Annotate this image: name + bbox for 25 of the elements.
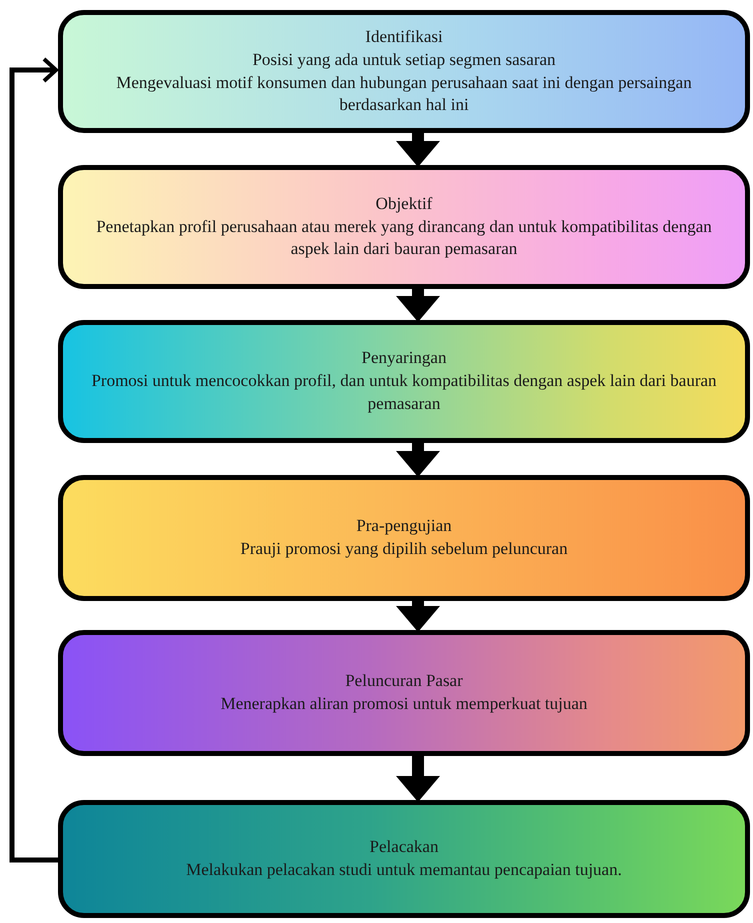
arrow <box>396 443 440 477</box>
process-box <box>58 800 750 918</box>
step-description: Prauji promosi yang dipilih sebelum peluncuran <box>240 538 568 560</box>
arrow <box>396 289 440 322</box>
arrow <box>396 756 440 802</box>
step-title: Identifikasi <box>365 26 443 48</box>
step-description: Mengevaluasi motif konsumen dan hubungan perusahaan saat ini dengan persaingan berdasarkan hal ini <box>115 72 693 116</box>
arrow <box>10 57 58 862</box>
step-description: Promosi untuk mencocokkan profil, dan untuk kompatibilitas dengan aspek lain dari bauran pemasaran <box>90 370 718 415</box>
step-title: Pra-pengujian <box>356 515 452 538</box>
process-box <box>58 165 750 289</box>
step-title: Penyaringan <box>362 347 446 370</box>
step-title: Peluncuran Pasar <box>345 670 463 692</box>
step-description: Posisi yang ada untuk setiap segmen sasaran <box>252 48 556 71</box>
process-box <box>58 320 750 443</box>
process-box <box>58 10 750 133</box>
step-title: Objektif <box>376 192 432 215</box>
process-box <box>58 475 750 601</box>
arrow <box>396 601 440 632</box>
arrow <box>396 133 440 167</box>
step-description: Penetapkan profil perusahaan atau merek yang dirancang dan untuk kompatibilitas dengan aspek lain dari bauran pemasaran <box>95 216 713 260</box>
process-box <box>58 630 750 756</box>
step-description: Menerapkan aliran promosi untuk memperkuat tujuan <box>220 693 588 715</box>
step-description: Melakukan pelacakan studi untuk memantau pencapaian tujuan. <box>186 859 622 881</box>
step-title: Pelacakan <box>370 836 438 858</box>
